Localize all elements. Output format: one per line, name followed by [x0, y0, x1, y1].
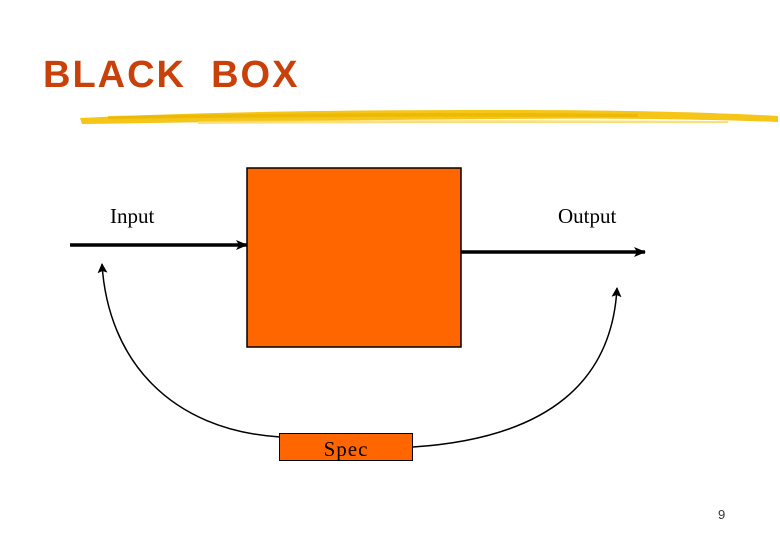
output-label: Output — [558, 204, 617, 228]
slide-title: BLACK BOX — [43, 54, 300, 96]
spec-box: Spec — [279, 433, 413, 461]
black-box — [246, 167, 462, 348]
spec-label: Spec — [323, 437, 369, 461]
input-label: Input — [110, 204, 155, 228]
title-underline-brushstroke — [80, 110, 778, 124]
page-number: 9 — [718, 507, 726, 522]
feedback-curve-right — [412, 287, 622, 448]
feedback-curve-left — [97, 263, 281, 438]
